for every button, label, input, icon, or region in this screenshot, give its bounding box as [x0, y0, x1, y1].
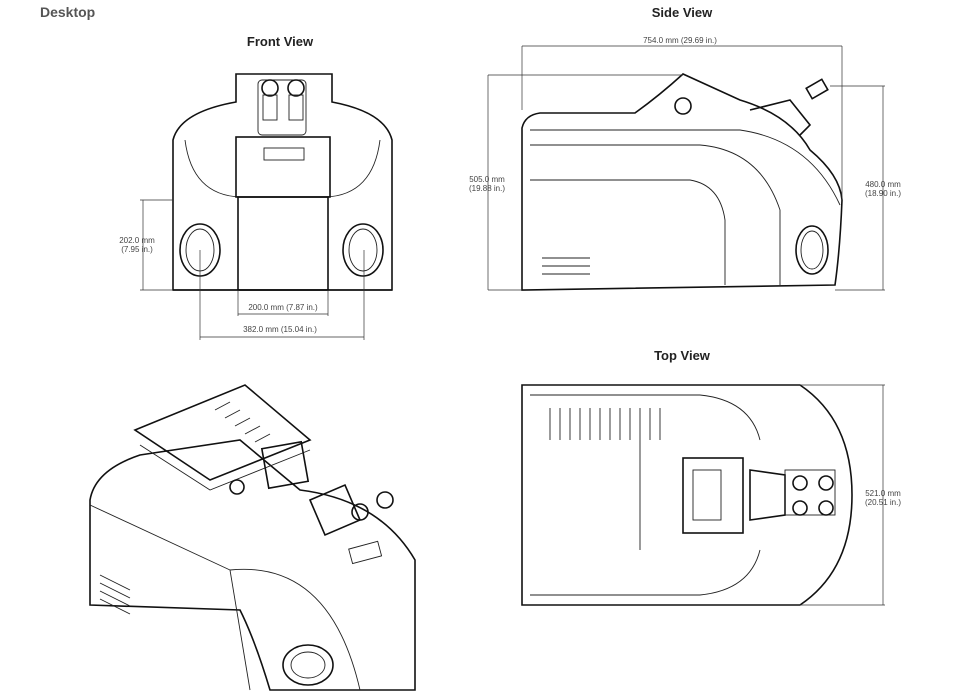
section-title: Desktop [40, 4, 96, 20]
front-width-dim: 382.0 mm (15.04 in.) [243, 325, 317, 334]
side-length-dim: 754.0 mm (29.69 in.) [643, 36, 717, 45]
side-view-drawing [487, 45, 885, 291]
front-inner-width-dim: 200.0 mm (7.87 in.) [248, 303, 318, 312]
front-view-title: Front View [246, 34, 314, 49]
side-view-title: Side View [651, 5, 713, 20]
isometric-view-drawing [89, 384, 416, 691]
top-view-drawing [521, 384, 885, 606]
side-height-dim: 505.0 mm(19.88 in.) [468, 175, 506, 193]
front-height-dim: 202.0 mm(7.95 in.) [119, 236, 155, 254]
front-view-drawing [140, 73, 393, 340]
top-view-title: Top View [654, 348, 710, 363]
